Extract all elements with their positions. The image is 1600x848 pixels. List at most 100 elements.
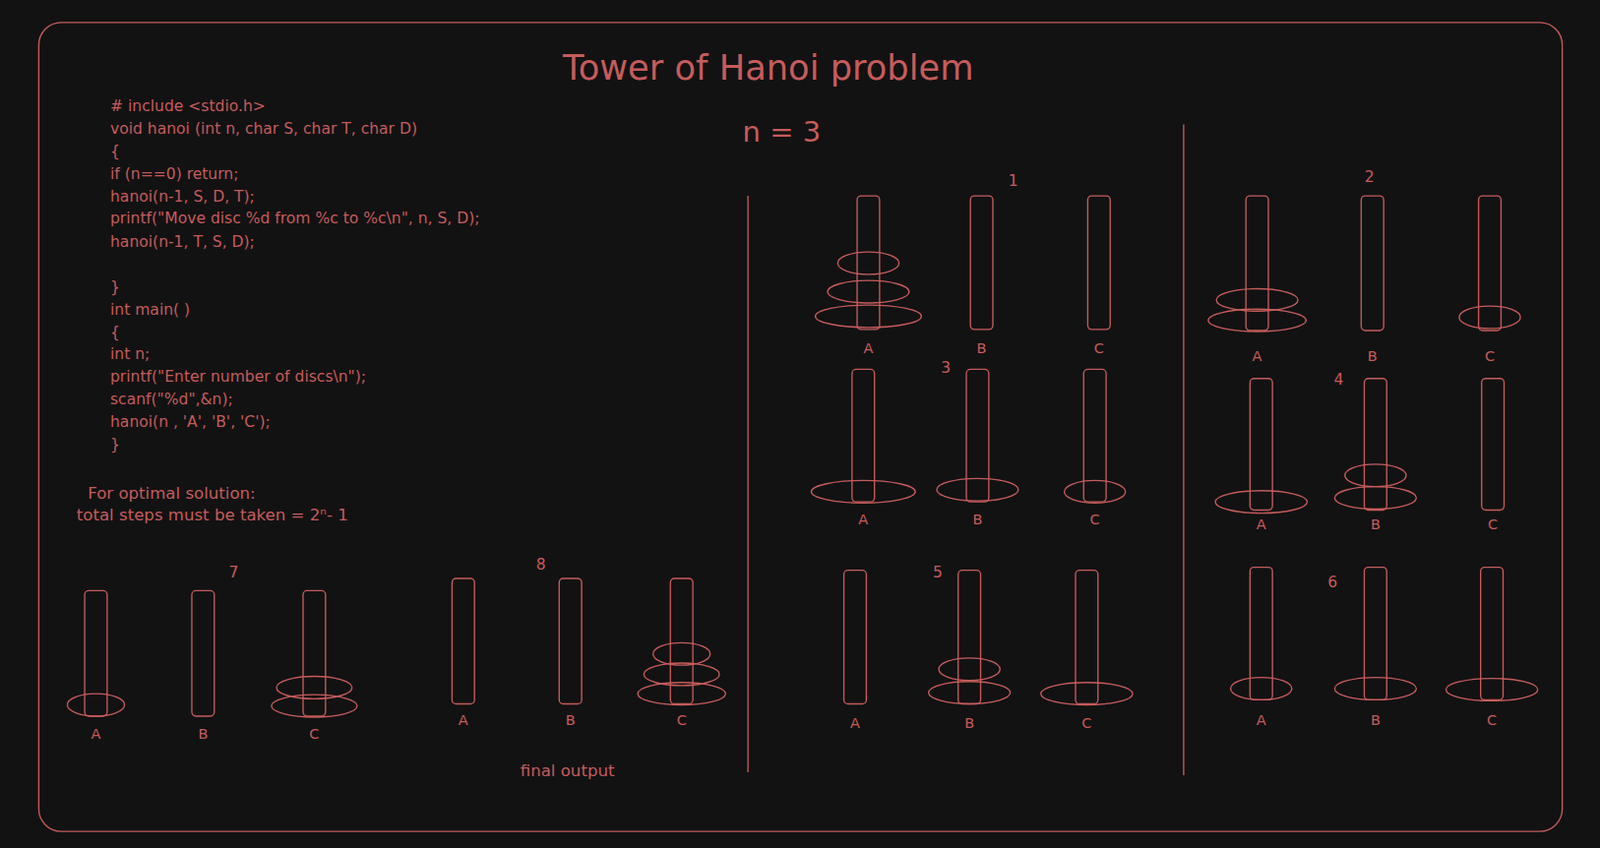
code-line: hanoi(n , 'A', 'B', 'C');: [110, 413, 271, 431]
peg: [958, 570, 982, 705]
peg: [857, 195, 880, 330]
step-number: 4: [1334, 371, 1345, 390]
peg-label: A: [863, 339, 874, 357]
hanoi-step: [1215, 378, 1504, 514]
step-number: 5: [932, 564, 943, 583]
peg-label: B: [1370, 712, 1381, 730]
peg-label: C: [1081, 715, 1092, 733]
peg: [1480, 567, 1504, 701]
peg-label: B: [972, 510, 983, 528]
peg-label: A: [458, 712, 469, 730]
divider-line: [746, 195, 748, 773]
disc: [1445, 678, 1538, 702]
peg-label: A: [858, 510, 868, 528]
peg-label: A: [850, 715, 861, 733]
peg-label: C: [1090, 510, 1101, 528]
disc: [1345, 464, 1407, 488]
peg-label: B: [565, 712, 576, 730]
code-line: }: [110, 435, 121, 454]
disc: [1064, 480, 1126, 503]
peg-label: A: [1252, 348, 1263, 366]
peg: [670, 578, 693, 705]
disc: [271, 694, 358, 718]
caption-note: final output: [520, 761, 616, 781]
peg: [451, 578, 475, 705]
peg-label: B: [197, 725, 208, 742]
disc: [928, 681, 1011, 705]
peg-label: A: [1256, 712, 1267, 730]
disc: [936, 478, 1019, 501]
title: Tower of Hanoi problem: [562, 48, 974, 89]
code-line: if (n==0) return;: [110, 165, 239, 184]
code-line: int main( ): [110, 301, 190, 319]
disc: [810, 480, 916, 503]
disc: [653, 642, 711, 666]
step-number: 2: [1364, 168, 1375, 186]
hanoi-step: [451, 578, 726, 706]
peg: [1478, 195, 1502, 331]
disc: [1334, 677, 1416, 701]
step-number: 6: [1327, 573, 1338, 592]
disc: [1208, 308, 1307, 332]
code-line: {: [110, 323, 121, 342]
peg-label: B: [1370, 516, 1381, 534]
code-line: printf("Enter number of discs\n");: [110, 369, 367, 387]
disc: [837, 251, 899, 275]
code-line: int n;: [110, 346, 150, 365]
peg: [1249, 567, 1273, 701]
disc: [938, 658, 1000, 681]
hanoi-step: [66, 590, 358, 718]
peg: [1360, 195, 1384, 331]
peg: [191, 590, 215, 717]
peg: [558, 578, 582, 705]
peg-label: C: [308, 725, 319, 742]
disc: [637, 682, 726, 706]
formula: total steps must be taken = 2ⁿ- 1: [76, 505, 349, 525]
frame-border: [38, 22, 1562, 832]
peg: [1363, 567, 1387, 701]
disc: [1334, 487, 1416, 510]
disc: [1041, 682, 1133, 706]
hanoi-step: [1208, 195, 1521, 332]
peg-label: A: [91, 725, 102, 742]
step-number: 7: [229, 564, 240, 583]
peg: [844, 570, 867, 705]
disc: [66, 693, 124, 717]
disc: [1216, 288, 1298, 311]
code-line: hanoi(n-1, S, D, T);: [110, 187, 255, 206]
peg: [1083, 369, 1107, 502]
peg: [1075, 570, 1099, 705]
peg-label: C: [1486, 712, 1497, 730]
peg: [1245, 195, 1269, 331]
disc: [1230, 677, 1293, 701]
code-line: {: [110, 143, 121, 162]
peg-label: C: [676, 712, 687, 730]
code-line: hanoi(n-1, T, S, D);: [110, 234, 255, 252]
disc: [827, 280, 910, 304]
hanoi-step: [844, 570, 1133, 706]
hanoi-step: [1230, 567, 1539, 702]
peg: [852, 369, 875, 502]
peg-label: C: [1484, 348, 1495, 366]
hanoi-step: [815, 195, 1111, 330]
hanoi-step: [810, 369, 1125, 503]
peg: [303, 590, 326, 717]
peg: [970, 195, 993, 330]
n-value: n = 3: [741, 116, 821, 149]
peg: [1249, 378, 1273, 511]
peg-label: C: [1487, 516, 1498, 534]
peg-label: C: [1094, 339, 1105, 357]
step-number: 3: [940, 359, 951, 377]
peg-label: B: [1367, 348, 1378, 366]
code-line: # include <stdio.h>: [110, 98, 266, 117]
disc: [1459, 306, 1521, 329]
disc: [815, 305, 923, 328]
peg-label: B: [964, 715, 975, 733]
step-number: 1: [1008, 173, 1019, 191]
divider-line: [1182, 124, 1184, 777]
peg: [1481, 378, 1505, 511]
note: For optimal solution:: [87, 484, 256, 503]
peg-label: B: [977, 339, 987, 357]
code-line: }: [110, 278, 121, 297]
peg: [966, 369, 989, 502]
